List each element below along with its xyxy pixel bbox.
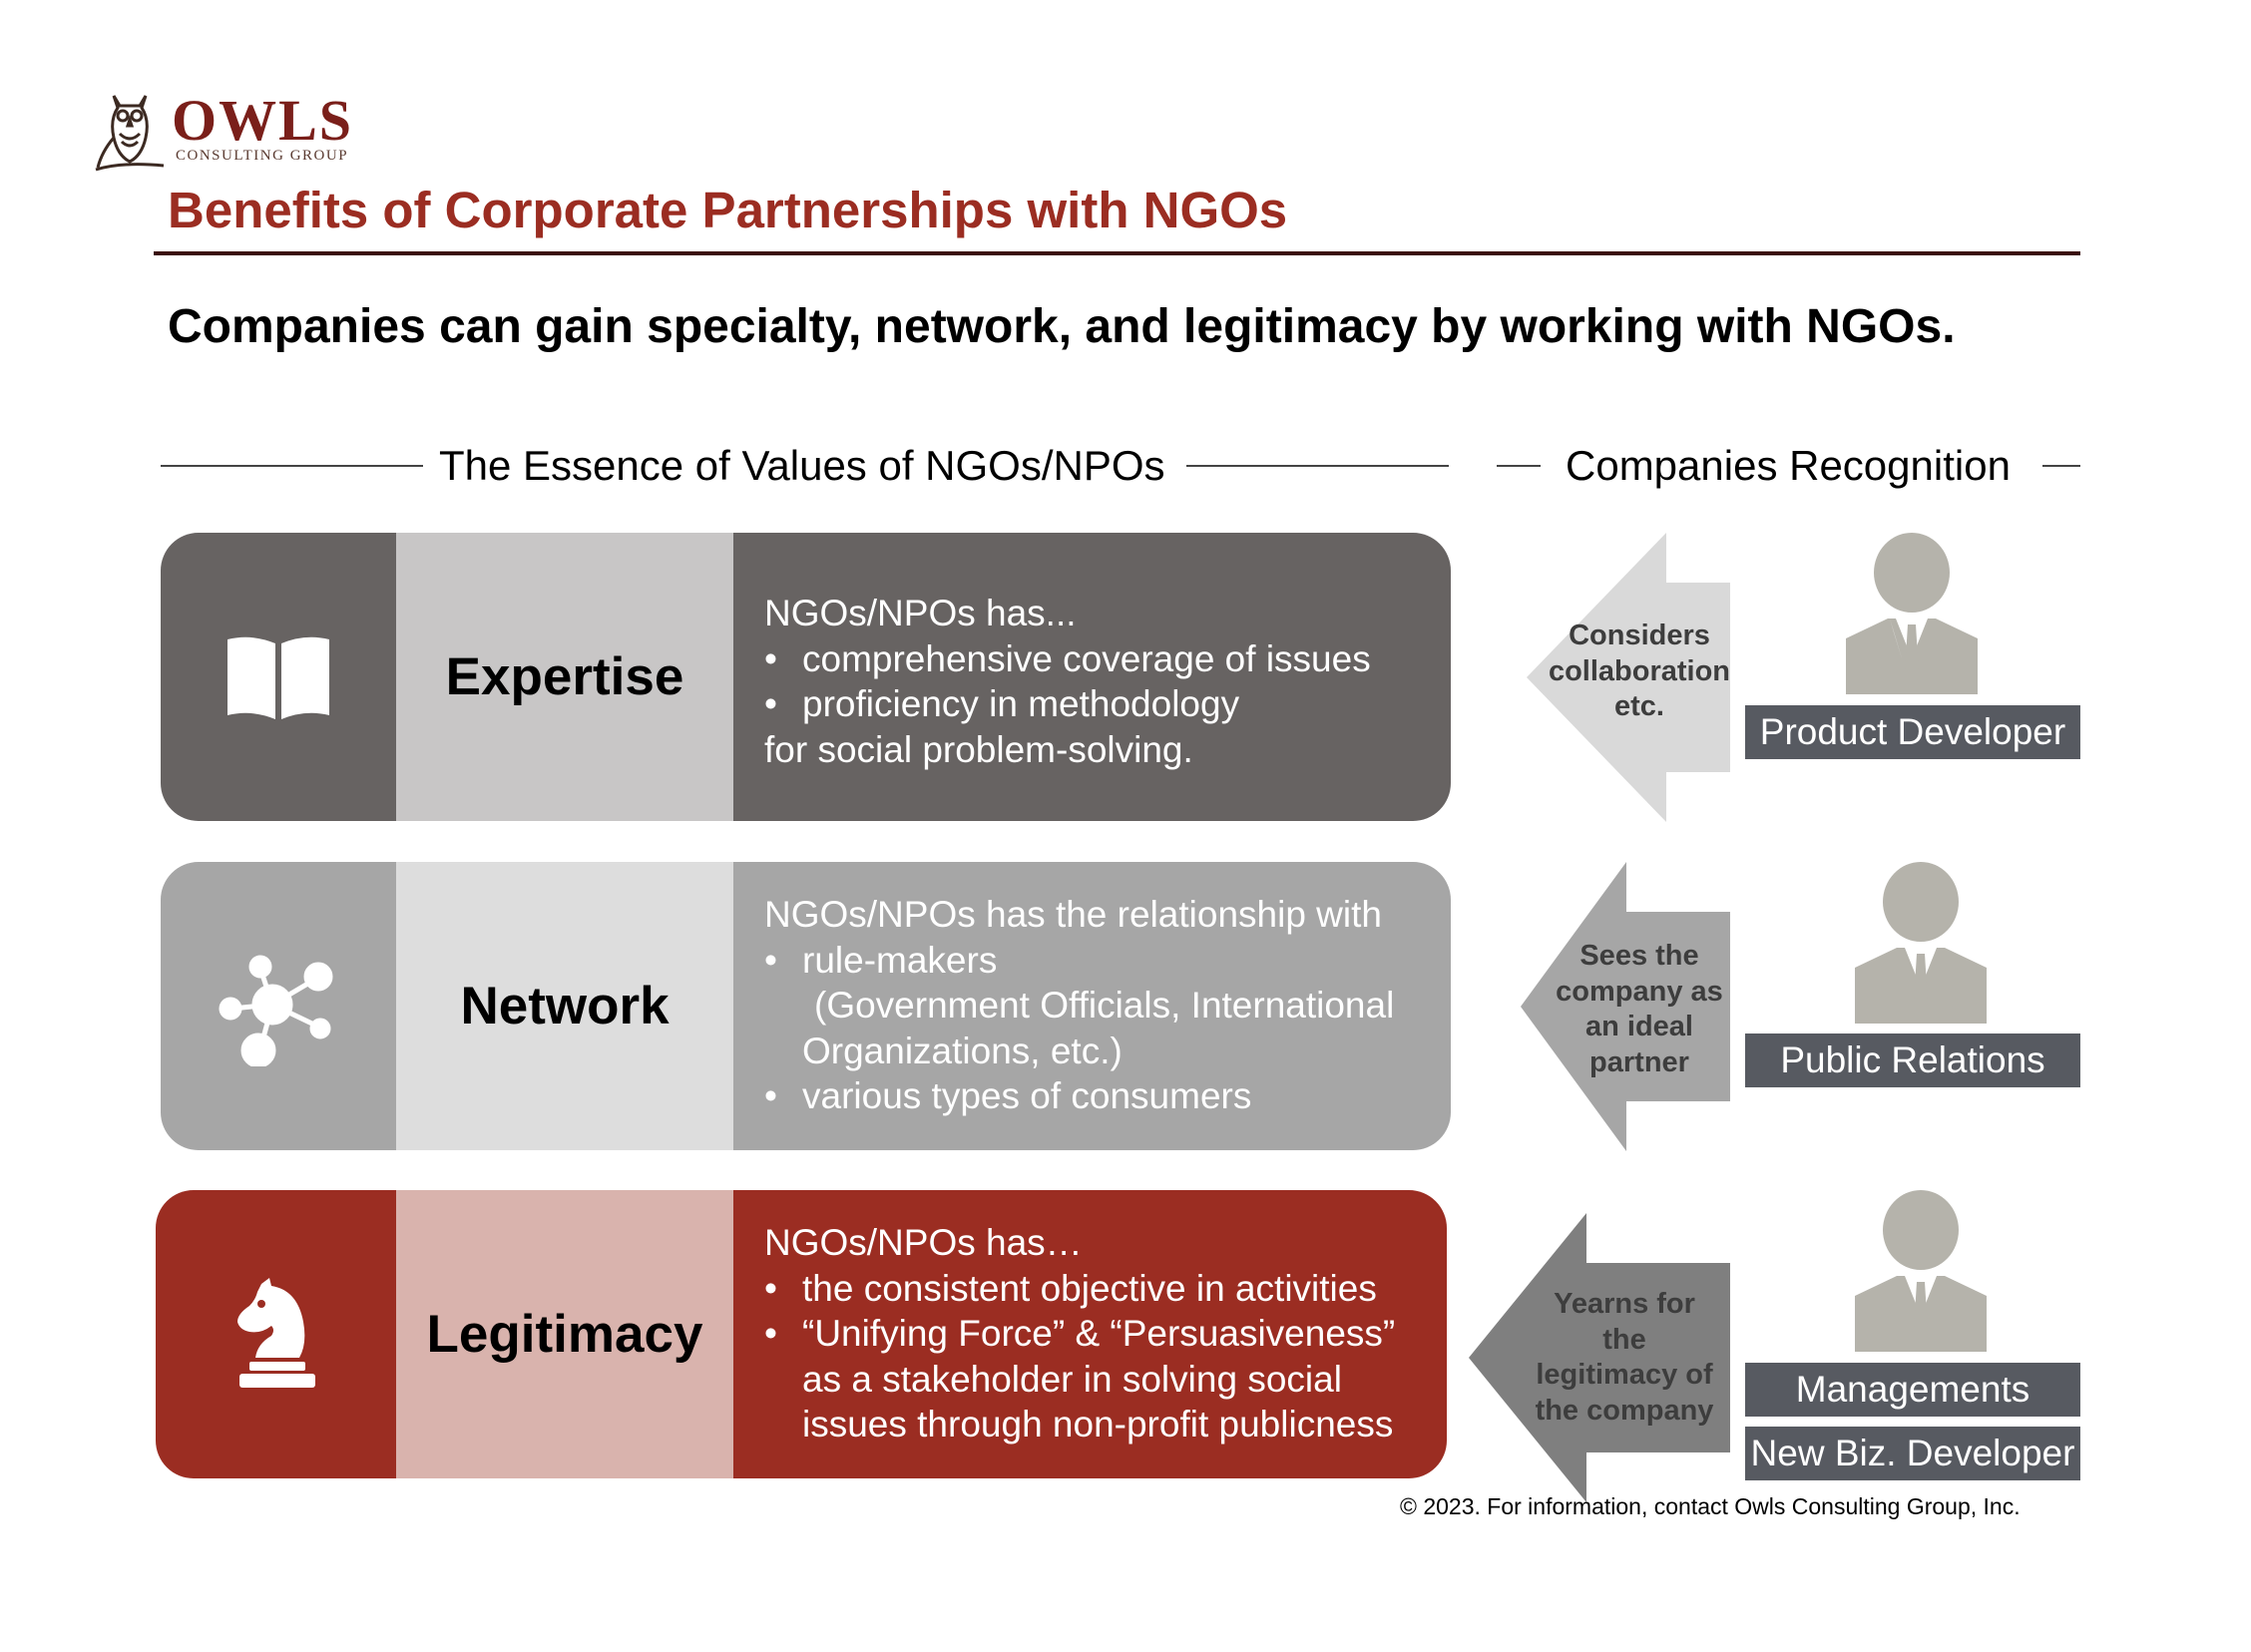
section-line-left-a (161, 465, 423, 467)
description-bullet: comprehensive coverage of issues (764, 636, 1431, 682)
section-label-recognition: Companies Recognition (1566, 442, 2011, 489)
arrow-text-line: legitimacy of (1536, 1359, 1713, 1391)
bullet-text: rule-makers (802, 939, 998, 981)
page-subtitle: Companies can gain specialty, network, a… (168, 300, 1956, 353)
bullet-text: “Unifying Force” & “Persuasiveness” (802, 1313, 1396, 1354)
arrow-text-3: Yearns for the legitimacy of the company (1525, 1287, 1724, 1429)
copyright-footer: © 2023. For information, contact Owls Co… (1400, 1493, 2021, 1519)
arrow-text-line: etc. (1614, 690, 1664, 722)
arrow-text-line: company as (1556, 975, 1723, 1008)
brand-name: OWLS (172, 88, 354, 153)
section-line-left-b (1186, 465, 1449, 467)
description-outro: for social problem-solving. (764, 728, 1193, 770)
row-description: NGOs/NPOs has… the consistent objective … (733, 1190, 1447, 1478)
owl-logo-icon (95, 95, 165, 172)
arrow-text-line: the (1602, 1323, 1646, 1356)
role-label-new-biz-developer: New Biz. Developer (1745, 1427, 2080, 1480)
section-line-right-a (1497, 465, 1541, 467)
section-label-values: The Essence of Values of NGOs/NPOs (439, 442, 1165, 489)
businessman-icon (1846, 533, 1978, 694)
arrow-text-1: Considers collaboration etc. (1545, 619, 1734, 725)
description-bullet: the consistent objective in activities (764, 1266, 1427, 1312)
arrow-text-line: an ideal (1585, 1011, 1693, 1042)
row-expertise: Expertise NGOs/NPOs has... comprehensive… (161, 533, 1451, 821)
businessman-icon (1855, 1190, 1987, 1352)
row-description: NGOs/NPOs has... comprehensive coverage … (733, 533, 1451, 821)
bullet-text-continued: as a stakeholder in solving social (802, 1358, 1342, 1400)
description-intro: NGOs/NPOs has the relationship with (764, 894, 1382, 935)
arrow-text-line: Yearns for (1554, 1288, 1695, 1320)
description-bullet: proficiency in methodology (764, 681, 1431, 727)
recognition-arrow-2 (1521, 862, 1730, 1151)
row-description: NGOs/NPOs has the relationship with rule… (733, 862, 1451, 1150)
recognition-arrow-3 (1469, 1213, 1730, 1502)
recognition-arrow-1 (1527, 533, 1730, 822)
role-label-public-relations: Public Relations (1745, 1033, 2080, 1087)
arrow-text-line: partner (1589, 1045, 1689, 1078)
row-icon-cell (161, 862, 396, 1150)
brand-subtitle: CONSULTING GROUP (176, 148, 349, 164)
open-book-icon (227, 636, 329, 719)
description-intro: NGOs/NPOs has... (764, 593, 1077, 633)
description-bullet: rule-makers (Government Officials, Inter… (764, 938, 1431, 1074)
arrow-text-line: the company (1535, 1394, 1714, 1427)
description-intro: NGOs/NPOs has… (764, 1222, 1083, 1263)
row-label: Expertise (396, 533, 733, 821)
arrow-text-line: Considers (1569, 620, 1710, 651)
bullet-text-continued: (Government Officials, International (814, 985, 1395, 1026)
arrow-text-line: Sees the (1579, 940, 1699, 972)
description-bullet: “Unifying Force” & “Persuasiveness” as a… (764, 1311, 1427, 1447)
businessman-icon (1855, 862, 1987, 1024)
row-label: Network (396, 862, 733, 1150)
description-bullet: various types of consumers (764, 1073, 1431, 1119)
row-icon-cell (156, 1190, 396, 1478)
row-network: Network NGOs/NPOs has the relationship w… (161, 862, 1451, 1150)
page-title: Benefits of Corporate Partnerships with … (168, 182, 1288, 238)
role-label-managements: Managements (1745, 1363, 2080, 1417)
chess-knight-icon (236, 1277, 315, 1388)
row-legitimacy: Legitimacy NGOs/NPOs has… the consistent… (156, 1190, 1447, 1478)
arrow-text-2: Sees the company as an ideal partner (1545, 939, 1734, 1080)
row-icon-cell (161, 533, 396, 821)
network-hub-icon (219, 955, 333, 1066)
bullet-text-continued: issues through non-profit publicness (802, 1404, 1394, 1445)
title-divider (154, 251, 2080, 255)
row-label: Legitimacy (396, 1190, 733, 1478)
section-line-right-b (2042, 465, 2080, 467)
bullet-text-continued: Organizations, etc.) (802, 1030, 1123, 1071)
arrow-text-line: collaboration (1548, 654, 1731, 687)
role-label-product-developer: Product Developer (1745, 705, 2080, 759)
